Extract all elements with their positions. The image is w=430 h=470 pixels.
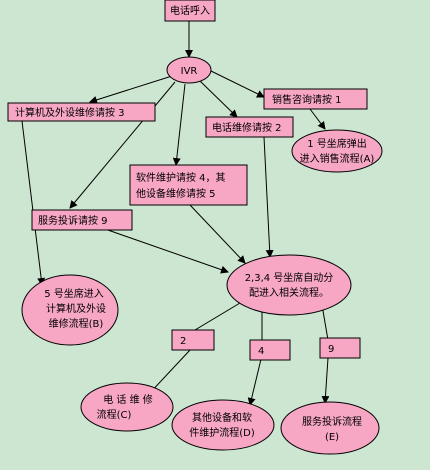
phone-flow-line2: 流程(C) [97, 408, 132, 421]
auto-assign-node: 2,3,4 号坐席自动分 配进入相关流程。 [226, 254, 352, 316]
software-key-line1: 软件维护请按 4，其 [136, 171, 226, 184]
ivr-label: IVR [181, 66, 198, 77]
auto-line2: 配进入相关流程。 [249, 286, 329, 299]
route-label-9-text: 9 [328, 344, 334, 355]
computer-repair-key-label: 计算机及外设维修请按 3 [15, 106, 125, 119]
arrow-computer-to-seat5 [21, 120, 46, 286]
seat1-line1: 1 号坐席弹出 [307, 137, 367, 150]
complaint-key-label: 服务投诉请按 9 [38, 214, 108, 227]
arrow-ivr-to-sales [210, 70, 265, 98]
call-in-label: 电话呼入 [170, 4, 210, 17]
seat5-line3: 维修流程(B) [49, 317, 104, 330]
auto-line1: 2,3,4 号坐席自动分 [245, 271, 334, 284]
arrow-complaint-to-auto [104, 228, 229, 274]
sales-key-node: 销售咨询请按 1 [263, 88, 368, 110]
seat5-line1: 5 号坐席进入 [44, 287, 104, 300]
route-label-2: 2 [171, 329, 215, 351]
arrow-ivr-to-software [172, 83, 186, 166]
route-label-4-text: 4 [258, 346, 264, 357]
seat5-line2: 计算机及外设 [46, 302, 106, 315]
arrow-phone-repair-to-auto [263, 136, 274, 258]
arrow-ivr-to-complaint [69, 81, 176, 209]
phone-flow-line1: 电 话 维 修 [103, 393, 153, 406]
other-device-flow-node: 其他设备和软 件维护流程(D) [171, 399, 275, 451]
route-label-4: 4 [249, 339, 291, 361]
other-flow-line1: 其他设备和软 [192, 411, 252, 424]
seat5-computer-flow-node: 5 号坐席进入 计算机及外设 维修流程(B) [21, 274, 119, 346]
phone-repair-key-label: 电话维修请按 2 [212, 121, 282, 134]
other-flow-line2: 件维护流程(D) [189, 426, 255, 439]
phone-repair-key-node: 电话维修请按 2 [205, 116, 294, 138]
software-key-node: 软件维护请按 4，其 他设备维修请按 5 [129, 164, 248, 206]
arrow-ivr-to-phone-repair [199, 80, 238, 118]
ivr-node: IVR [166, 56, 212, 84]
arrow-software-to-auto [189, 204, 246, 264]
complaint-flow-line2: (E) [325, 432, 339, 443]
call-in-node: 电话呼入 [164, 0, 216, 22]
arrow-ivr-to-computer [89, 75, 173, 104]
complaint-key-node: 服务投诉请按 9 [31, 209, 133, 231]
seat1-sales-flow-node: 1 号坐席弹出 进入销售流程(A) [291, 129, 383, 173]
phone-repair-flow-node: 电 话 维 修 流程(C) [80, 382, 174, 432]
complaint-flow-node: 服务投诉流程 (E) [280, 401, 380, 455]
route-label-2-text: 2 [180, 336, 186, 347]
computer-repair-key-node: 计算机及外设维修请按 3 [7, 102, 156, 122]
seat1-line2: 进入销售流程(A) [300, 152, 375, 165]
complaint-flow-line1: 服务投诉流程 [302, 415, 362, 428]
sales-key-label: 销售咨询请按 1 [272, 93, 342, 106]
route-label-9: 9 [319, 337, 361, 359]
arrow-sales-to-seat1 [309, 108, 326, 130]
software-key-line2: 他设备维修请按 5 [136, 187, 216, 200]
